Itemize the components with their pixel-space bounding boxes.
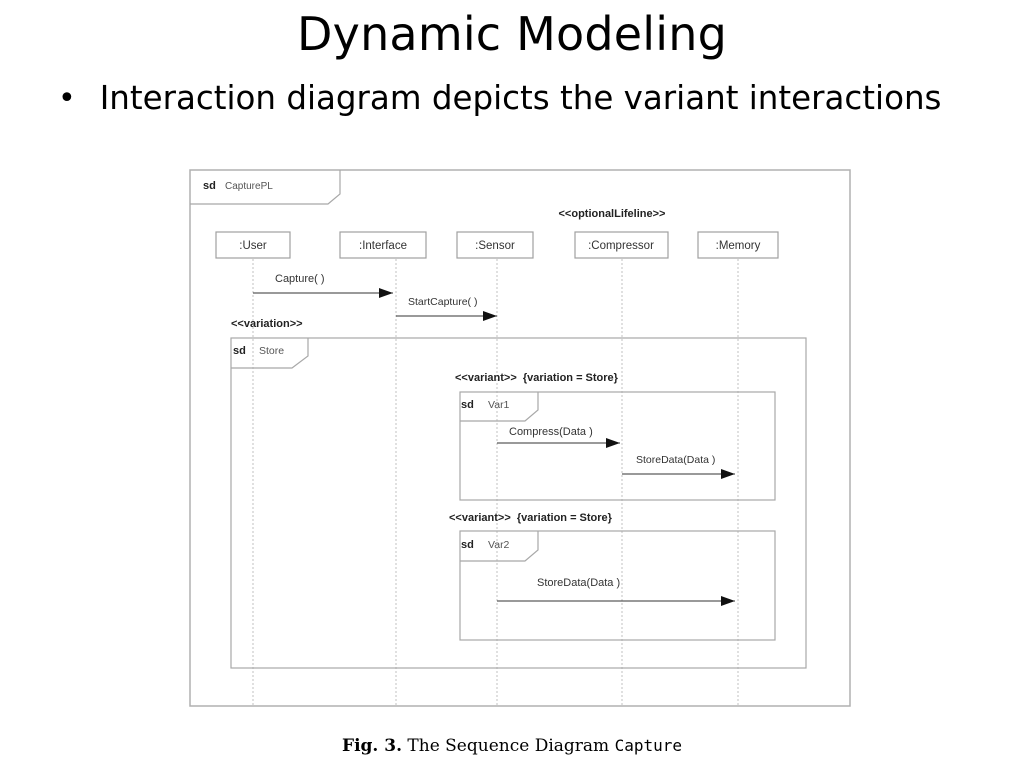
variant2-frame-keyword: sd [461,539,474,551]
variant2-frame [459,530,776,641]
variant2-store-label: StoreData(Data ) [537,577,620,589]
lifeline-label-memory: :Memory [716,240,761,252]
variant1-stereotype: <<variant>> {variation = Store} [455,372,619,384]
caption-text: The Sequence Diagram [402,736,615,756]
variant2-frame-tab [460,531,539,562]
store-frame-keyword: sd [233,345,246,357]
caption-code: Capture [614,736,682,755]
lifeline-label-compressor: :Compressor [588,240,654,252]
store-frame [230,337,807,669]
slide-title: Dynamic Modeling [297,7,727,61]
variant1-frame-tab [460,392,539,422]
variant1-frame [459,391,776,501]
lifeline-head-compressor [574,231,669,259]
lifeline-head-memory [697,231,779,259]
variant1-frame-name: Var1 [488,399,510,411]
optional-lifeline-stereotype: <<optionalLifeline>> [559,208,666,220]
store-frame-tab [231,338,309,369]
lifeline-head-sensor [456,231,534,259]
message-capture-label: Capture( ) [275,273,325,285]
lifeline-head-user [215,231,291,259]
variant2-frame-name: Var2 [488,539,510,551]
variant1-frame-keyword: sd [461,399,474,411]
variation-stereotype: <<variation>> [231,318,303,330]
bullet-text: Interaction diagram depicts the variant … [99,79,942,117]
lifeline-label-sensor: :Sensor [475,240,515,252]
variant1-store-label: StoreData(Data ) [636,454,715,466]
lifeline-label-interface: :Interface [359,240,407,252]
lifeline-label-user: :User [239,240,267,252]
bullet-dot-icon: • [58,80,76,116]
store-frame-name: Store [259,345,284,357]
frame-name: CapturePL [225,181,273,192]
figure-caption: Fig. 3. The Sequence Diagram Capture [0,736,1024,756]
lifeline-head-interface [339,231,427,259]
frame-keyword: sd [203,180,216,192]
variant1-compress-label: Compress(Data ) [509,426,593,438]
diagram-frame [189,169,851,707]
variant2-stereotype: <<variant>> {variation = Store} [449,512,613,524]
frame-tab [190,170,341,205]
bullet-point: • Interaction diagram depicts the varian… [58,74,941,122]
caption-prefix: Fig. 3. [342,736,402,756]
message-start-capture-label: StartCapture( ) [408,296,477,308]
